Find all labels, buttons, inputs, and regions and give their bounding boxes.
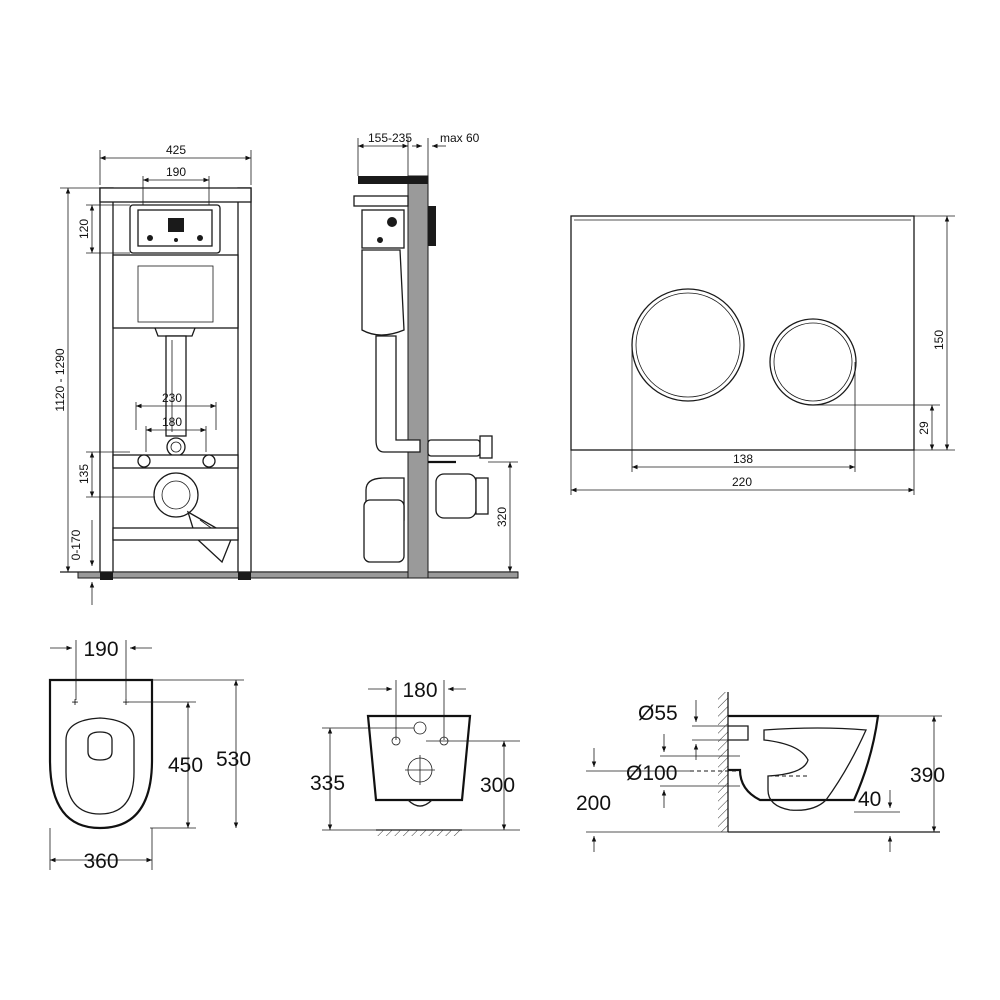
side-depth-label: 155-235 (368, 131, 412, 145)
frame-front-view: 425 190 120 1120 - 1290 230 180 135 0-17… (53, 143, 519, 605)
svg-text:+: + (71, 695, 78, 709)
bolt-height-label: 135 (77, 464, 91, 484)
inlet-diameter-label: Ø55 (638, 702, 678, 725)
plate-height-label: 150 (932, 330, 946, 350)
bowl-height-label: 390 (910, 764, 945, 787)
outlet-diameter-label: Ø100 (626, 762, 677, 785)
bolt-outer-label: 230 (162, 391, 182, 405)
total-height-label: 1120 - 1290 (53, 348, 67, 411)
back-height-left-label: 335 (310, 772, 345, 795)
bowl-inner-length-label: 450 (168, 754, 203, 777)
rim-offset-label: 40 (858, 788, 881, 811)
bolt-inner-label: 180 (162, 415, 182, 429)
bowl-back-view: 180 335 300 (310, 679, 520, 836)
button-offset-label: 29 (917, 421, 931, 435)
bracket-width-label: 190 (166, 165, 186, 179)
bowl-top-view: + + 190 450 530 360 (48, 638, 251, 873)
foot-height-label: 0-170 (69, 529, 83, 560)
bowl-width-label: 360 (83, 850, 118, 873)
frame-side-view: 155-235 max 60 320 (353, 131, 518, 579)
bowl-side-view: Ø55 Ø100 200 390 40 (576, 692, 945, 852)
bowl-length-label: 530 (216, 748, 251, 771)
button-span-label: 138 (733, 452, 753, 466)
plate-width-label: 220 (732, 475, 752, 489)
frame-width-label: 425 (166, 143, 186, 157)
outlet-height-label: 320 (495, 507, 509, 527)
top-height-label: 120 (77, 219, 91, 239)
back-bolt-spacing-label: 180 (402, 679, 437, 702)
panel-depth-label: max 60 (440, 131, 480, 145)
flush-plate-view: 150 29 138 220 (570, 215, 955, 495)
side-outlet-height-label: 200 (576, 792, 611, 815)
back-height-right-label: 300 (480, 774, 515, 797)
bowl-bolt-spacing-label: 190 (83, 638, 118, 661)
svg-text:+: + (122, 695, 129, 709)
